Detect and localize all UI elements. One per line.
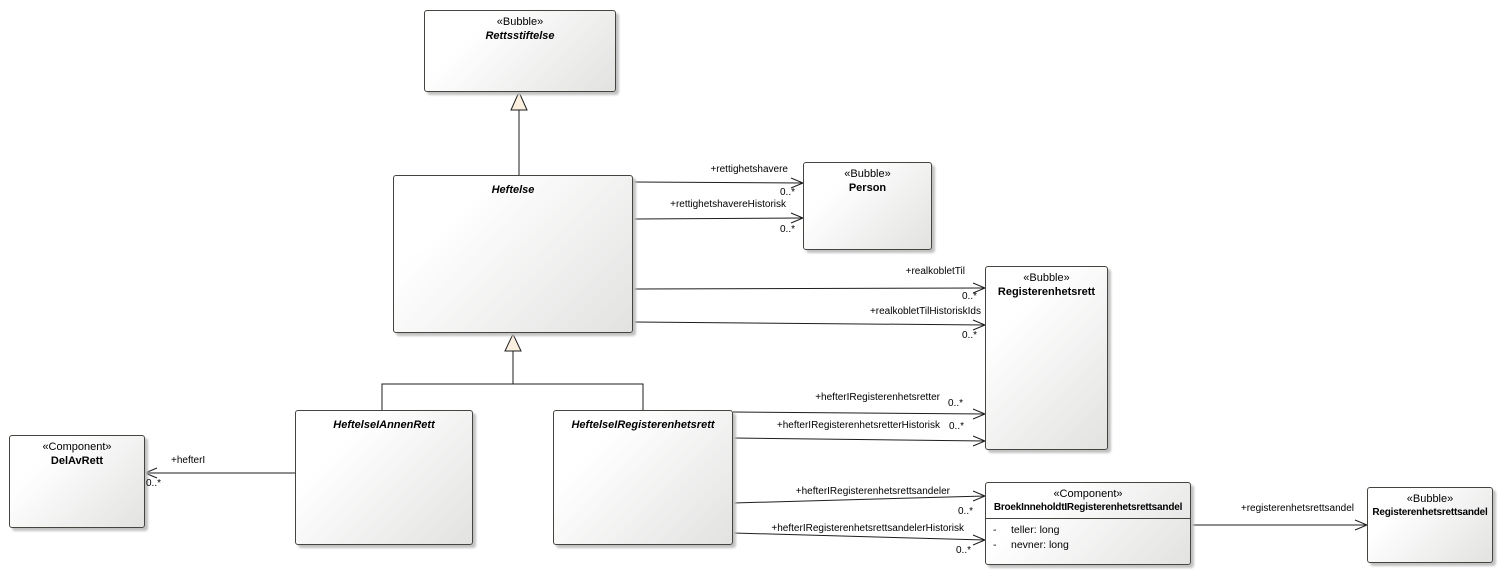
edge-label-hefter-i-registerenhetsrettsandeler-historisk: +hefterIRegisterenhetsrettsandelerHistor… (771, 523, 964, 534)
visibility-marker: - (993, 539, 997, 551)
edge-registerenhetsrettsandel (1191, 519, 1369, 531)
edge-rettighetshavere (632, 177, 805, 189)
class-box-registerenhetsrett[interactable]: «Bubble» Registerenhetsrett (985, 266, 1108, 450)
edge-hefter-i-registerenhetsretter-historisk (732, 435, 987, 447)
edge-multiplicity-hefter-i: 0..* (146, 478, 162, 489)
edge-hefter-i-registerenhetsrettsandeler-historisk (732, 532, 987, 546)
edge-label-registerenhetsrettsandel: +registerenhetsrettsandel (1240, 503, 1354, 514)
edge-multiplicity-realkoblet-til: 0..* (962, 291, 978, 302)
attribute-row: - teller: long (990, 523, 1186, 538)
class-box-rettsstiftelse[interactable]: «Bubble» Rettsstiftelse (424, 10, 616, 92)
stereotype-label: «Bubble» (844, 168, 891, 180)
edge-rettighetshavere-historisk (632, 212, 805, 224)
class-box-broek-inneholdt-i-registerenhetsrettsandel[interactable]: «Component» BroekInneholdtIRegisterenhet… (985, 482, 1191, 565)
edge-label-realkoblet-til-historisk-ids: +realkobletTilHistoriskIds (869, 306, 981, 317)
attribute-text: nevner: long (1011, 539, 1069, 551)
edge-multiplicity-rettighetshavere-historisk: 0..* (780, 224, 796, 235)
edge-label-realkoblet-til: +realkobletTil (905, 266, 965, 277)
class-box-del-av-rett[interactable]: «Component» DelAvRett (9, 435, 145, 528)
edge-multiplicity-hefter-i-registerenhetsretter: 0..* (948, 398, 964, 409)
edge-multiplicity-hefter-i-registerenhetsrettsandeler-historisk: 0..* (956, 545, 972, 556)
edge-multiplicity-rettighetshavere: 0..* (780, 187, 796, 198)
attribute-row: - nevner: long (990, 538, 1186, 553)
generalization-subclasses-to-heftelse (381, 332, 644, 410)
stereotype-label: «Component» (42, 441, 112, 453)
class-box-person[interactable]: «Bubble» Person (803, 162, 932, 250)
attribute-text: teller: long (1011, 524, 1060, 536)
edge-label-rettighetshavere: +rettighetshavere (710, 164, 788, 175)
class-name: HeftelseIAnnenRett (333, 419, 435, 431)
edge-label-hefter-i-registerenhetsretter: +hefterIRegisterenhetsretter (815, 392, 940, 403)
class-name: Registerenhetsrettsandel (1372, 507, 1488, 518)
edge-label-hefter-i-registerenhetsrettsandeler: +hefterIRegisterenhetsrettsandeler (795, 486, 950, 497)
stereotype-label: «Bubble» (496, 16, 544, 28)
class-header: «Component» BroekInneholdtIRegisterenhet… (986, 483, 1190, 518)
edge-hefter-i (143, 467, 296, 479)
generalization-heftelse-to-rettsstiftelse (510, 90, 528, 175)
class-box-heftelse-i-registerenhetsrett[interactable]: HeftelseIRegisterenhetsrett (553, 410, 733, 545)
stereotype-label: «Bubble» (1406, 493, 1454, 505)
edge-label-hefter-i: +hefterI (171, 455, 206, 466)
class-name: DelAvRett (50, 455, 104, 467)
class-name: Registerenhetsrett (997, 286, 1096, 298)
stereotype-label: «Component» (1053, 488, 1123, 500)
edge-realkoblet-til-historisk-ids (632, 319, 987, 331)
class-name: HeftelseIRegisterenhetsrett (571, 419, 715, 431)
class-box-heftelse-i-annen-rett[interactable]: HeftelseIAnnenRett (295, 410, 473, 545)
edge-multiplicity-hefter-i-registerenhetsrettsandeler: 0..* (958, 506, 974, 517)
hollow-triangle-icon (504, 332, 522, 352)
edge-realkoblet-til (632, 282, 987, 294)
class-name: Heftelse (491, 184, 535, 196)
attributes-compartment: - teller: long - nevner: long (986, 518, 1190, 553)
stereotype-label: «Bubble» (1023, 272, 1070, 284)
edge-multiplicity-realkoblet-til-historisk-ids: 0..* (962, 330, 978, 341)
class-box-heftelse[interactable]: Heftelse (393, 175, 633, 333)
edge-multiplicity-hefter-i-registerenhetsretter-historisk: 0..* (949, 421, 965, 432)
class-name: BroekInneholdtIRegisterenhetsrettsandel (993, 502, 1183, 513)
edge-label-hefter-i-registerenhetsretter-historisk: +hefterIRegisterenhetsretterHistorisk (776, 420, 940, 431)
open-arrowhead-icon (143, 467, 158, 479)
visibility-marker: - (993, 524, 997, 536)
hollow-triangle-icon (510, 90, 528, 111)
class-box-registerenhetsrettsandel[interactable]: «Bubble» Registerenhetsrettsandel (1367, 487, 1493, 563)
edge-hefter-i-registerenhetsretter (732, 408, 987, 420)
class-name: Person (848, 182, 887, 194)
edge-label-rettighetshavere-historisk: +rettighetshavereHistorisk (670, 199, 786, 210)
class-name: Rettsstiftelse (485, 30, 555, 42)
